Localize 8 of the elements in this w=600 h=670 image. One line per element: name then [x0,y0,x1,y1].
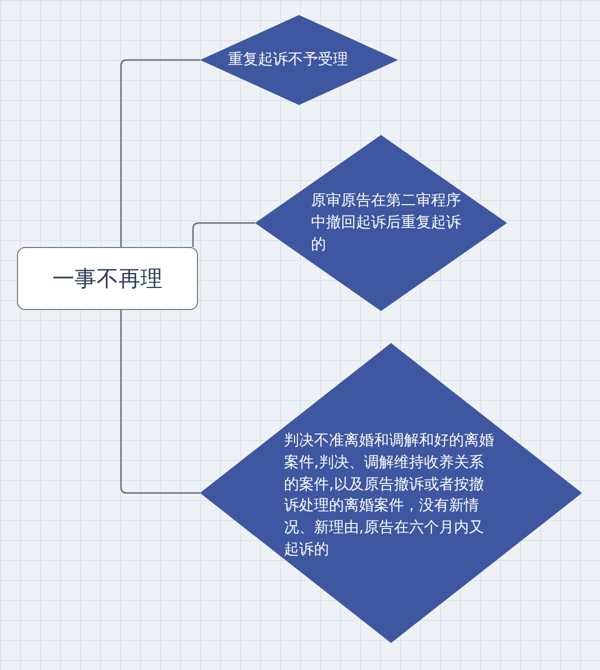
connector-line [120,310,200,494]
diamond-text: 判决不准离婚和调解和好的离婚案件,判决、调解维持收养关系的案件,以及原告撤诉或者按撤诉处理的离婚案件，没有新情况、新理由,原告在六个月内又起诉的 [284,430,495,560]
diamond-text: 原审原告在第二审程序中撤回起诉后重复起诉的 [311,190,461,254]
topic-label: 一事不再理 [52,266,162,294]
topic-box [17,247,198,310]
connector-line [120,59,200,247]
connector-line [192,222,255,247]
diamond-text: 重复起诉不予受理 [228,49,349,70]
